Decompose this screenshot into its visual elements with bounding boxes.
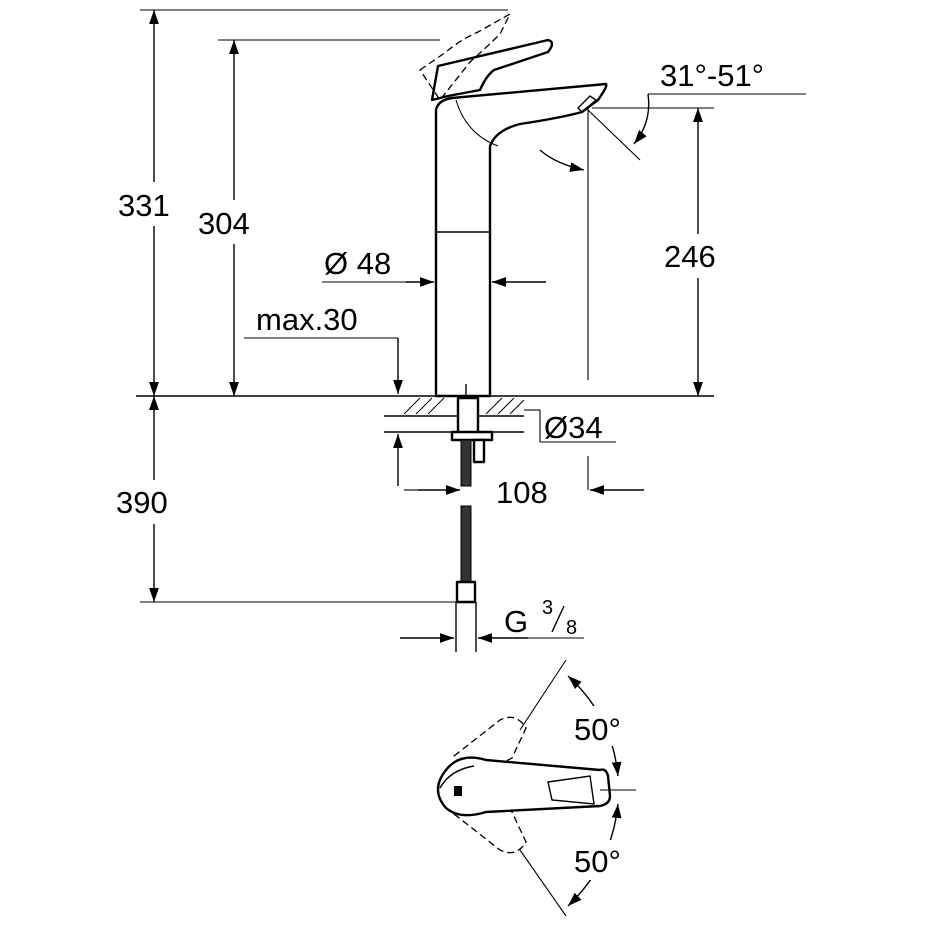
dim-246-label: 246 [664,239,716,274]
fraction-slash [551,605,565,633]
handle-swivel-left [453,716,527,781]
dim-connection: G 3 8 [400,597,584,643]
spout-outlet [577,95,598,113]
handle-marker [454,786,462,796]
dim-connection-prefix: G [504,604,528,639]
dim-body-diameter-label: Ø 48 [324,246,391,281]
dim-246: 246 [592,107,738,396]
handle-inner-curve [439,765,475,789]
handle-top-view [436,756,612,817]
faucet-column [434,82,608,398]
deck-section [136,384,714,464]
faucet-top-view: 50° 50° [436,659,644,917]
handle-lever [430,38,554,102]
dim-331-label: 331 [118,188,170,223]
swivel-left-label: 50° [574,712,621,747]
handle-swivel-right [453,789,527,854]
threaded-shank [456,396,480,436]
spout-angle-ray [587,109,641,161]
dim-390: 390 [112,396,458,603]
hose-nut [455,580,477,604]
faucet-side-view [419,12,608,398]
deck-hatching [403,397,525,415]
dim-max-30: max.30 [244,302,403,486]
dim-body-diameter: Ø 48 [322,246,546,287]
fixing-rod [472,438,486,464]
dim-108-label: 108 [496,475,548,510]
handle-swing-arc [455,99,499,147]
dim-304: 304 [196,39,440,396]
dim-connection-denominator: 8 [566,617,577,639]
dim-390-label: 390 [116,485,168,520]
dim-connection-numerator: 3 [542,597,553,619]
fixing-nut [450,430,494,442]
dim-331: 331 [112,9,508,396]
swivel-right-label: 50° [574,844,621,879]
hose-upper [460,439,472,487]
dim-spout-angle: 31°-51° [539,58,806,172]
dim-hole-diameter-label: Ø34 [544,410,603,445]
dim-108: 108 [404,108,644,510]
supply-hose [455,439,477,652]
dim-max-30-label: max.30 [256,302,358,337]
swivel-ray-right [519,849,567,917]
dim-304-label: 304 [198,206,250,241]
dim-spout-angle-label: 31°-51° [660,58,764,93]
swivel-ray-left [519,659,567,731]
hose-lower [460,505,472,583]
dim-hole-diameter: Ø34 [524,409,616,445]
